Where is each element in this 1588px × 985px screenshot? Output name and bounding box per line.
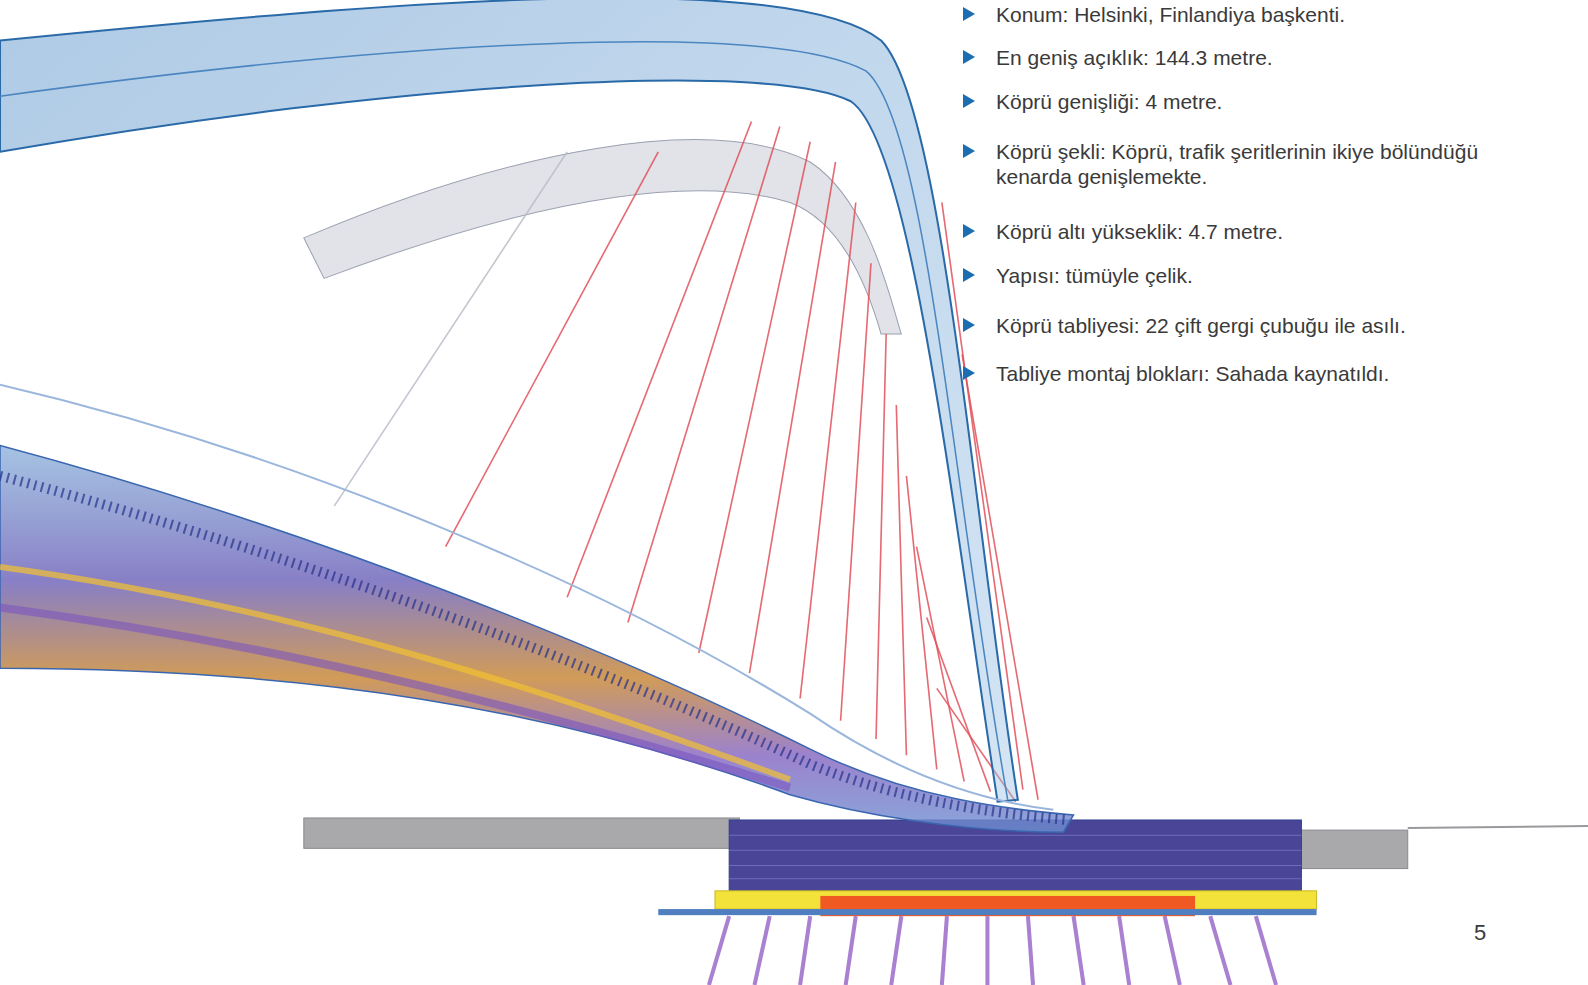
bullet-marker xyxy=(963,318,975,332)
bullet-text: En geniş açıklık: 144.3 metre. xyxy=(996,45,1576,70)
bullet-marker xyxy=(963,224,975,238)
bullet-text: Konum: Helsinki, Finlandiya başkenti. xyxy=(996,2,1576,27)
page-number: 5 xyxy=(1474,920,1486,946)
bullet-marker xyxy=(963,268,975,282)
bullet-text: Köprü altı yükseklik: 4.7 metre. xyxy=(996,219,1576,244)
bullet-text: Köprü genişliği: 4 metre. xyxy=(996,89,1576,114)
bullet-text: Yapısı: tümüyle çelik. xyxy=(996,263,1576,288)
bullet-marker xyxy=(963,94,975,108)
bullet-marker xyxy=(963,366,975,380)
bullet-text: Köprü tabliyesi: 22 çift gergi çubuğu il… xyxy=(996,313,1576,338)
bullet-text: Tabliye montaj blokları: Sahada kaynatıl… xyxy=(996,361,1576,386)
bullet-marker xyxy=(963,50,975,64)
bullet-marker xyxy=(963,144,975,158)
bullet-marker xyxy=(963,7,975,21)
bullet-text: Köprü şekli: Köprü, trafik şeritlerinin … xyxy=(996,139,1486,189)
